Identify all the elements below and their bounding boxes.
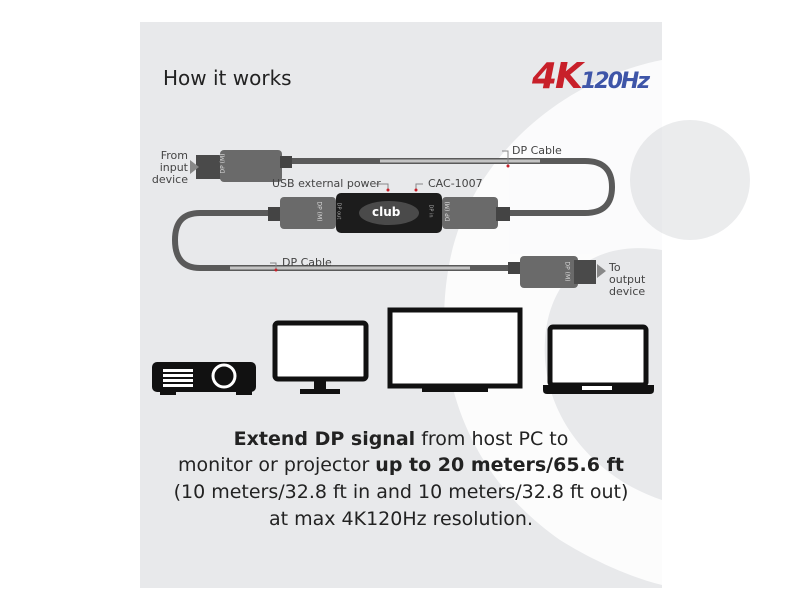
text: monitor or projector — [178, 454, 376, 476]
bottom-cable-label: DP Cable — [282, 256, 332, 269]
laptop-icon — [543, 324, 654, 394]
input-connector — [196, 150, 292, 182]
box-brand-logo: club — [372, 205, 401, 219]
top-cable — [287, 158, 616, 216]
logo-4k: 4K — [532, 56, 583, 97]
input-device-label: From input device — [150, 150, 188, 186]
input-arrow — [190, 160, 199, 174]
connector-label-mid-right: DP (M) — [444, 201, 452, 222]
label-line: device — [609, 285, 646, 298]
label-line: From — [160, 149, 188, 162]
page-title: How it works — [163, 66, 292, 90]
description-line-1: Extend DP signal from host PC to — [140, 426, 662, 452]
connector-label-mid-left: DP (M) — [315, 201, 323, 222]
logo-120hz: 120Hz — [580, 69, 650, 94]
label-line: input — [159, 161, 188, 174]
model-label: CAC-1007 — [428, 177, 483, 190]
label-line: device — [151, 173, 188, 186]
usb-power-label: USB external power — [272, 177, 381, 190]
box-port-left: DP out — [335, 202, 342, 220]
top-cable-label: DP Cable — [512, 144, 562, 157]
projector-icon — [152, 362, 256, 395]
label-line: To — [609, 261, 621, 274]
bold-text: Extend DP signal — [233, 428, 416, 450]
bottom-cable — [171, 210, 513, 271]
monitor-icon — [272, 320, 369, 394]
brand-swirl-watermark — [444, 60, 750, 585]
text: from host PC to — [415, 428, 569, 450]
tv-icon — [387, 307, 523, 392]
output-arrow — [597, 264, 606, 278]
description-line-2: monitor or projector up to 20 meters/65.… — [140, 452, 662, 478]
description-line-4: at max 4K120Hz resolution. — [268, 508, 534, 530]
output-connector — [508, 256, 596, 288]
middle-left-connector — [268, 197, 336, 229]
connector-label-input: DP (M) — [219, 153, 227, 174]
output-device-label: To output device — [609, 262, 645, 298]
box-port-right: DP in — [427, 204, 434, 218]
middle-right-connector — [442, 197, 510, 229]
bold-text: up to 20 meters/65.6 ft — [375, 454, 624, 476]
label-line: output — [609, 273, 646, 286]
connector-label-output: DP (M) — [563, 261, 571, 282]
4k120hz-logo: 4K120Hz — [532, 56, 650, 97]
description-line-3: (10 meters/32.8 ft in and 10 meters/32.8… — [173, 481, 629, 503]
